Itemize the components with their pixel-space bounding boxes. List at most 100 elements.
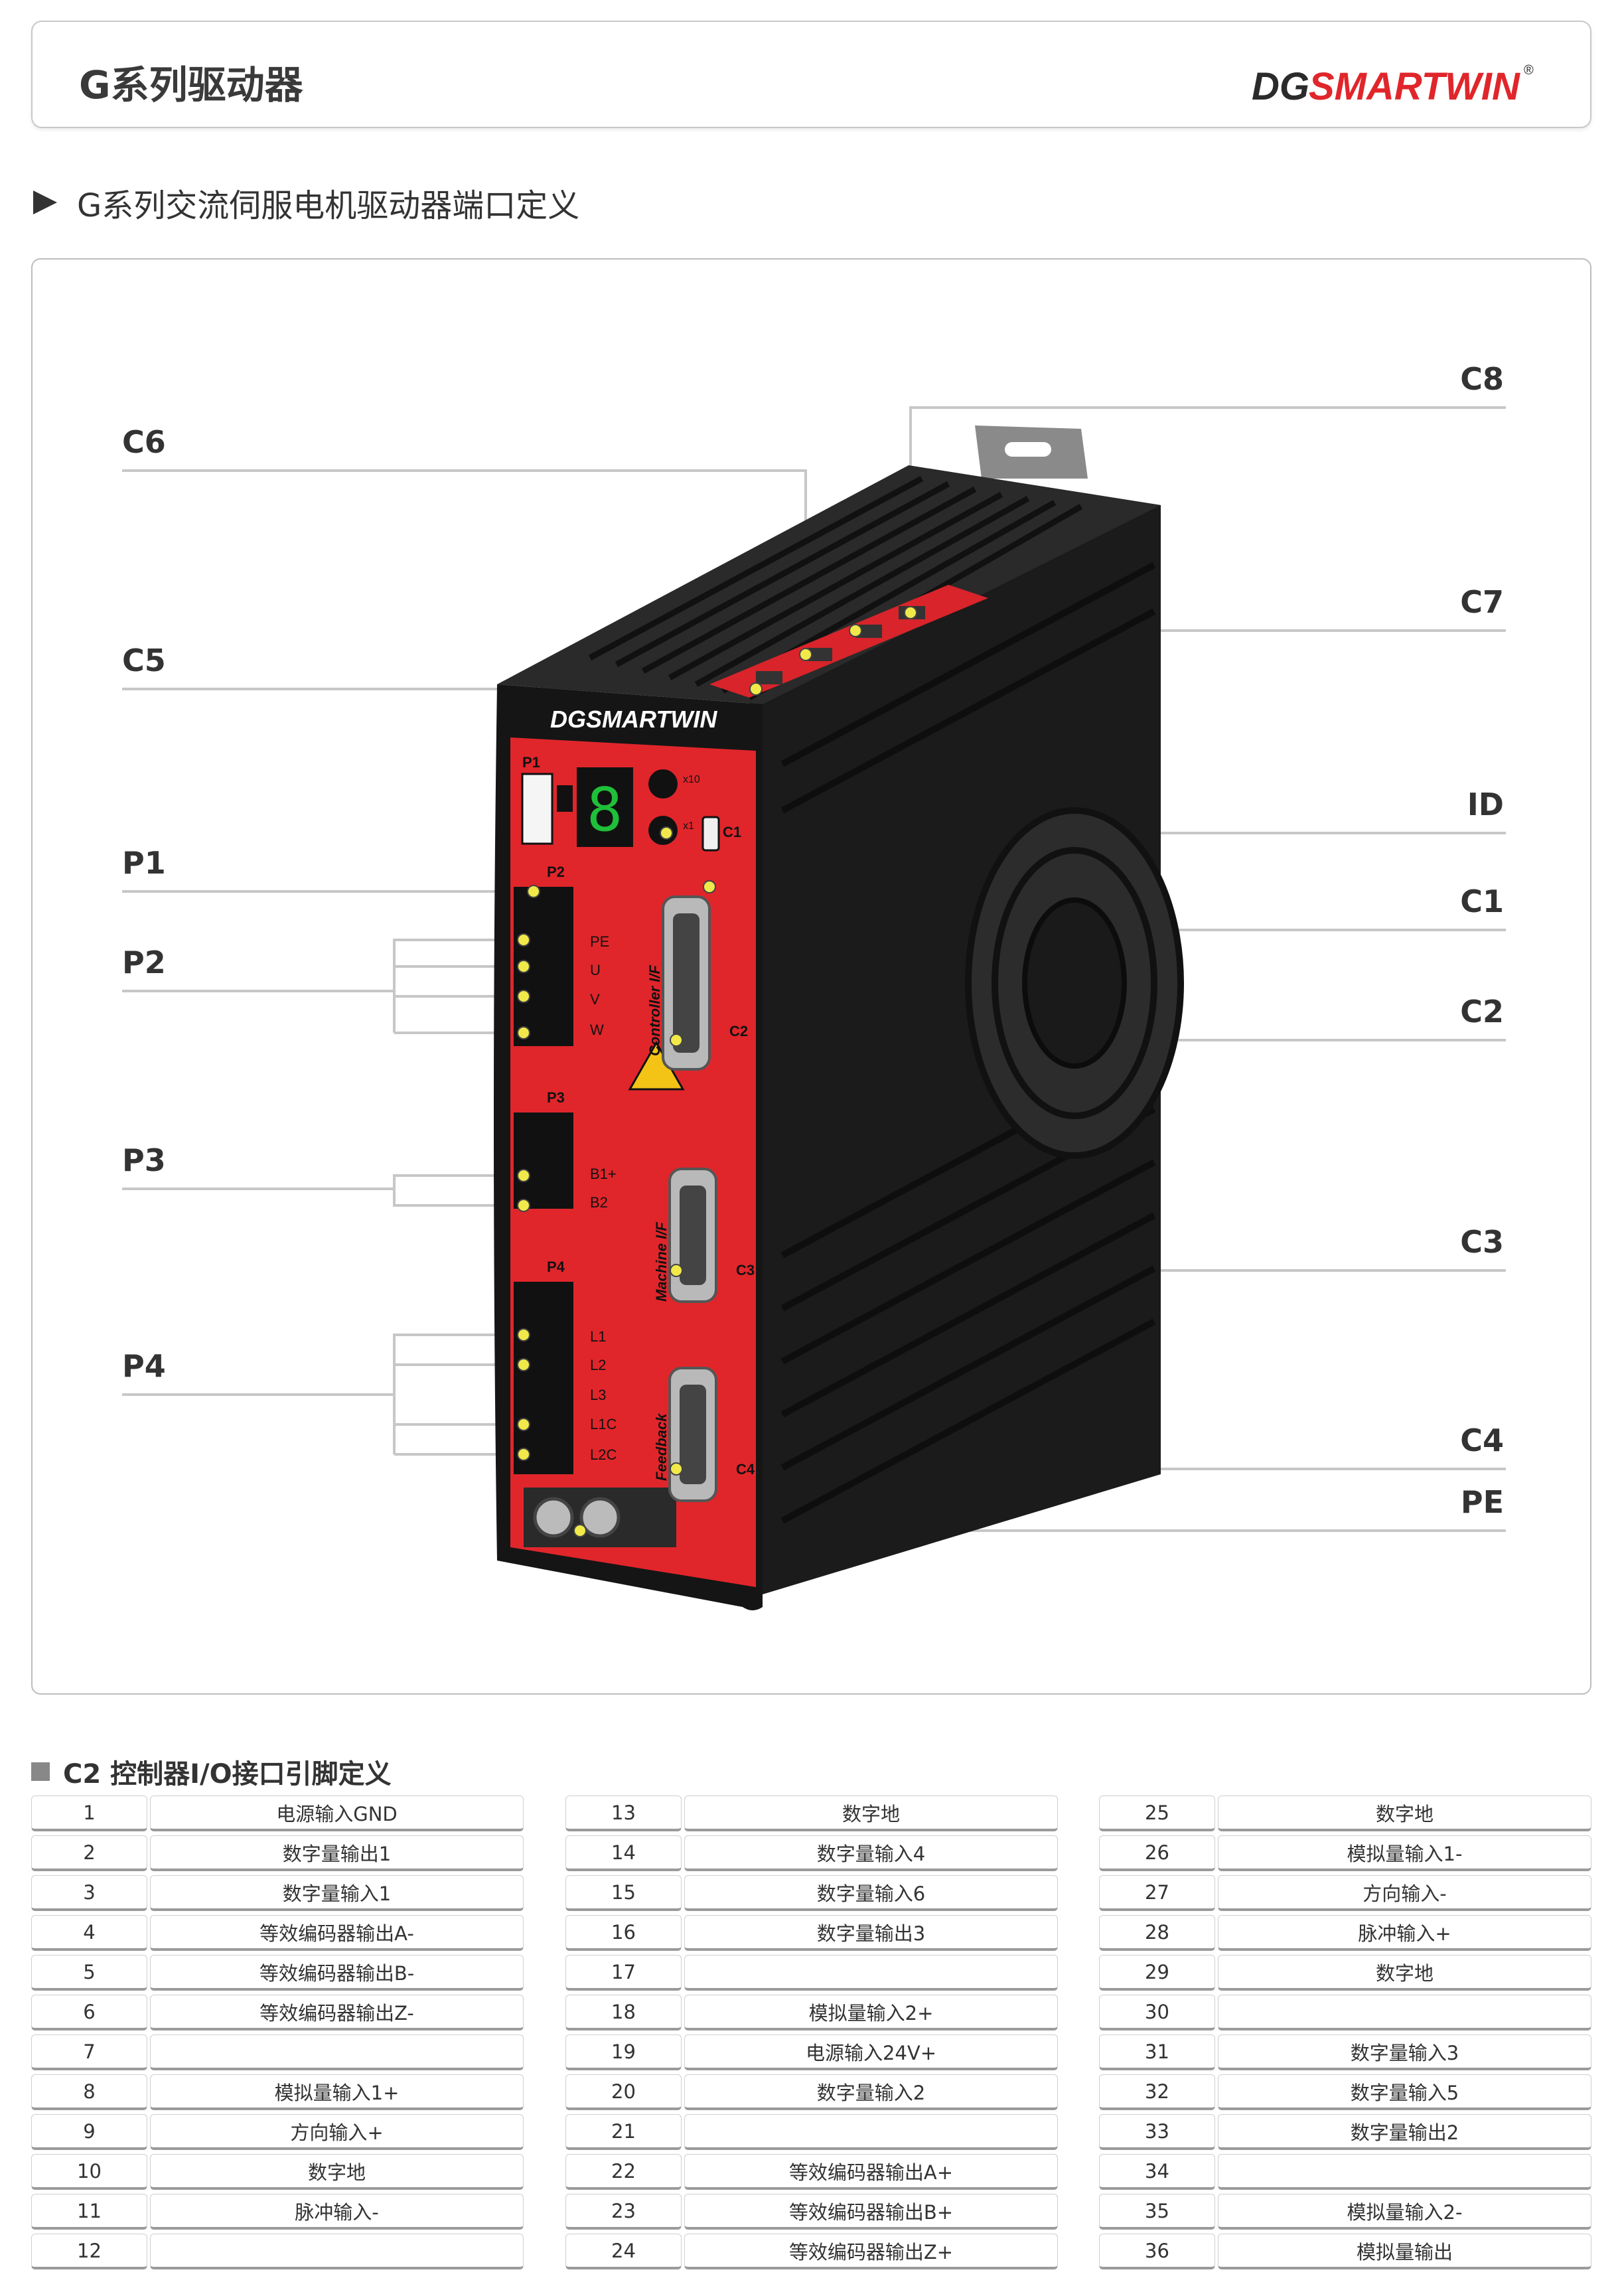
pin-number-cell: 2 (31, 1835, 147, 1871)
pin-number-cell: 1 (31, 1796, 147, 1831)
pin-definition-cell: 方向输入- (1218, 1875, 1591, 1911)
label-pe: PE (1460, 1484, 1504, 1520)
label-c3: C3 (1460, 1224, 1504, 1260)
registered-mark: ® (1524, 63, 1534, 78)
pin-number-cell: 31 (1099, 2034, 1215, 2070)
brand-name: SMARTWIN (1309, 65, 1520, 108)
cooling-fan (965, 807, 1184, 1159)
pe-screw-left-icon (533, 1497, 574, 1538)
p3-pin-b2: B2 (590, 1194, 608, 1211)
pin-definition-cell: 模拟量输出 (1218, 2234, 1591, 2269)
id-switch-x10 (648, 769, 678, 799)
pin-number-cell: 13 (565, 1796, 682, 1831)
pin-number-cell: 17 (565, 1955, 682, 1991)
pin-definition-cell (150, 2234, 524, 2269)
pin-definition-cell: 数字量输出2 (1218, 2114, 1591, 2150)
table-row: 17 (565, 1955, 1058, 1995)
pin-definition-cell: 等效编码器输出A- (150, 1915, 524, 1951)
table-row: 30 (1099, 1995, 1591, 2034)
c6-port (806, 648, 832, 661)
pin-number-cell: 8 (31, 2074, 147, 2110)
pin-definition-cell: 等效编码器输出Z+ (684, 2234, 1058, 2269)
p2-pin-u: U (590, 962, 601, 978)
brand-prefix: DG (1252, 65, 1309, 108)
pin-definition-cell: 数字地 (1218, 1955, 1591, 1991)
pin-definition-cell: 脉冲输入+ (1218, 1915, 1591, 1951)
pin-number-cell: 26 (1099, 1835, 1215, 1871)
c7-port (855, 625, 882, 638)
label-p2: P2 (122, 945, 166, 980)
c5-port (756, 671, 782, 684)
pin-number-cell: 36 (1099, 2234, 1215, 2269)
c2-connector (662, 895, 711, 1071)
play-arrow-icon (33, 191, 57, 214)
feedback-text: Feedback (653, 1413, 670, 1481)
x1-text: x1 (683, 820, 694, 832)
label-c6: C6 (122, 424, 166, 460)
pin-definition-cell: 数字地 (1218, 1796, 1591, 1831)
c2-text: C2 (729, 1023, 748, 1039)
section-heading: G系列交流伺服电机驱动器端口定义 (33, 179, 579, 226)
label-c8: C8 (1460, 361, 1504, 397)
label-id: ID (1467, 787, 1504, 822)
pin-number-cell: 23 (565, 2194, 682, 2230)
display-digit: 8 (587, 775, 623, 845)
pin-number-cell: 29 (1099, 1955, 1215, 1991)
p4-pin-l3: L3 (590, 1387, 606, 1403)
pin-definition-cell: 方向输入+ (150, 2114, 524, 2150)
pin-number-cell: 7 (31, 2034, 147, 2070)
pin-definition-cell: 数字量输入4 (684, 1835, 1058, 1871)
x10-text: x10 (683, 774, 700, 785)
label-c1: C1 (1460, 883, 1504, 919)
p1-connector (521, 773, 553, 845)
p3-pin-b1: B1+ (590, 1166, 617, 1182)
p4-text: P4 (547, 1259, 565, 1275)
pe-screw-right-icon (579, 1497, 621, 1538)
pin-definition-cell: 数字量输入5 (1218, 2074, 1591, 2110)
c4-text: C4 (736, 1461, 755, 1478)
p4-pin-l1: L1 (590, 1328, 606, 1345)
device-brand: DGSMARTWIN (550, 706, 717, 733)
label-p3: P3 (122, 1142, 166, 1178)
seven-segment-display (577, 767, 633, 847)
pin-definition-cell (150, 2034, 524, 2070)
label-c5: C5 (122, 643, 166, 678)
page-header: G系列驱动器 DG SMARTWIN ® (31, 21, 1591, 128)
pin-number-cell: 28 (1099, 1915, 1215, 1951)
pin-number-cell: 22 (565, 2154, 682, 2190)
controller-if-text: Controller I/F (646, 965, 663, 1056)
p3-text: P3 (547, 1089, 565, 1106)
pin-definition-cell: 等效编码器输出Z- (150, 1995, 524, 2030)
pin-table-title: C2 控制器I/O接口引脚定义 (63, 1759, 392, 1790)
pin-definition-cell: 数字地 (684, 1796, 1058, 1831)
table-row: 12 (31, 2234, 524, 2273)
pin-number-cell: 25 (1099, 1796, 1215, 1831)
label-p1: P1 (122, 845, 166, 881)
drive-side-panel (743, 465, 1161, 1600)
pin-number-cell: 4 (31, 1915, 147, 1951)
label-c7: C7 (1460, 584, 1504, 620)
pin-definition-cell: 数字量输入1 (150, 1875, 524, 1911)
pin-number-cell: 27 (1099, 1875, 1215, 1911)
c1-usb-port (701, 816, 720, 852)
pin-definition-cell: 数字量输入2 (684, 2074, 1058, 2110)
pin-number-cell: 14 (565, 1835, 682, 1871)
pin-number-cell: 34 (1099, 2154, 1215, 2190)
pin-number-cell: 32 (1099, 2074, 1215, 2110)
pin-definition-cell: 等效编码器输出B- (150, 1955, 524, 1991)
